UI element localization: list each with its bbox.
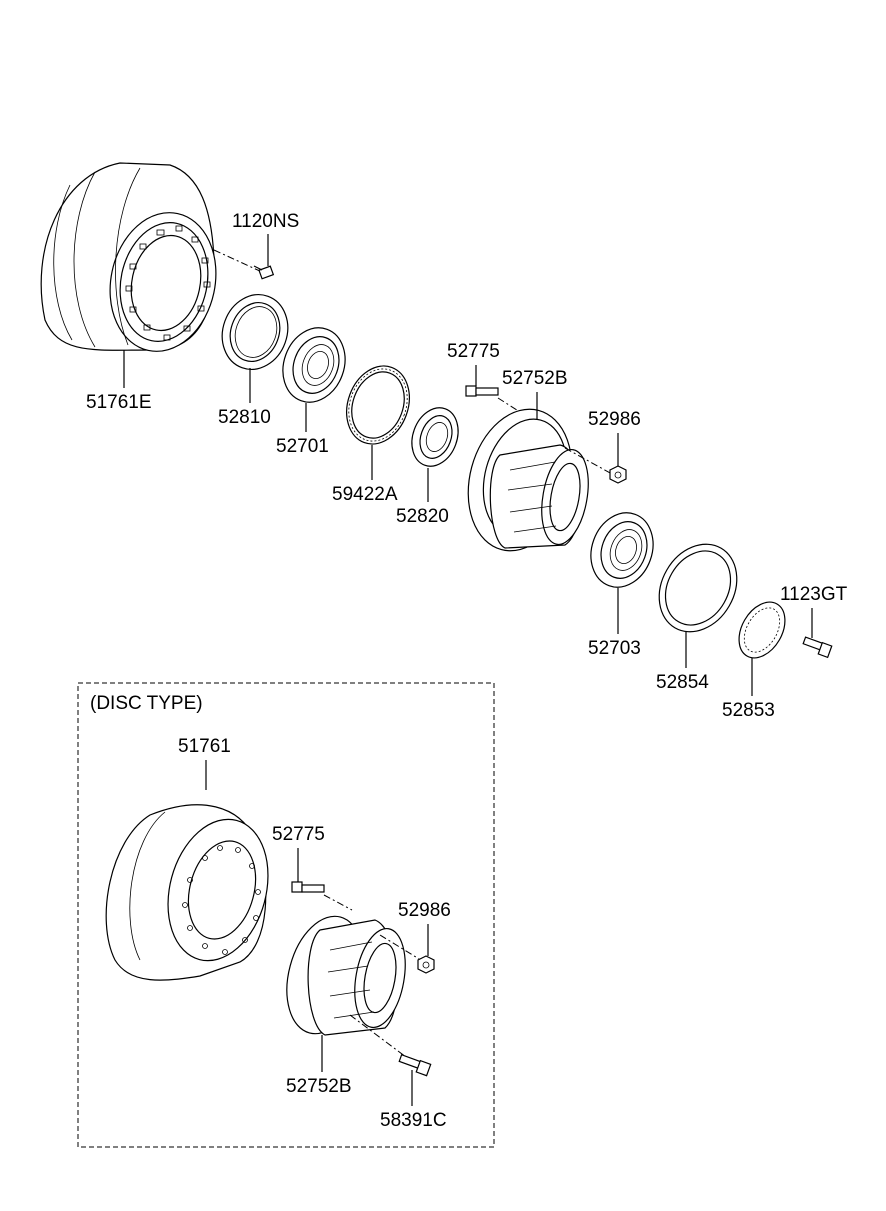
label-1123GT: 1123GT (780, 584, 848, 605)
disc-type-section-box (77, 682, 495, 1148)
disc-bolt-holes (182, 845, 261, 955)
hub-bolt-52775-disc[interactable] (291, 881, 353, 911)
oil-seal-52820[interactable] (404, 401, 466, 472)
nut-52986-top[interactable] (609, 465, 627, 484)
label-58391C: 58391C (380, 1110, 447, 1131)
hub-bolt-52775-top[interactable] (465, 385, 521, 413)
tone-ring-59422A[interactable] (336, 357, 420, 453)
label-52854: 52854 (656, 672, 709, 693)
label-52752B-disc: 52752B (286, 1076, 352, 1097)
bearing-52701[interactable] (273, 319, 355, 411)
lock-ring-52853[interactable] (730, 594, 795, 666)
label-52752B-top: 52752B (502, 368, 568, 389)
bearing-52703[interactable] (581, 504, 663, 596)
label-52810: 52810 (218, 407, 271, 428)
label-52703: 52703 (588, 638, 641, 659)
label-1120NS: 1120NS (232, 211, 299, 232)
screw-1123GT[interactable] (802, 636, 833, 659)
label-52820: 52820 (396, 506, 449, 527)
drum-bolt-holes (125, 225, 211, 341)
label-52701: 52701 (276, 436, 329, 457)
label-52853: 52853 (722, 700, 775, 721)
label-51761E: 51761E (86, 392, 152, 413)
bolt-58391C[interactable] (398, 1053, 432, 1077)
brake-drum-51761E[interactable] (40, 162, 228, 361)
wheel-hub-52752B-top[interactable] (453, 398, 613, 563)
label-52986-disc: 52986 (398, 900, 451, 921)
label-51761: 51761 (178, 736, 231, 757)
label-52775-top: 52775 (447, 341, 500, 362)
label-disc-type: (DISC TYPE) (90, 693, 203, 714)
nut-52986-disc[interactable] (417, 955, 435, 974)
ring-52854[interactable] (644, 530, 752, 646)
oil-seal-52810[interactable] (212, 285, 298, 378)
brake-disc-51761[interactable] (105, 804, 283, 981)
label-52775-disc: 52775 (272, 824, 325, 845)
bolt-1120NS[interactable] (213, 249, 275, 280)
wheel-hub-52752B-disc[interactable] (275, 908, 425, 1061)
label-59422A: 59422A (332, 484, 398, 505)
label-52986-top: 52986 (588, 409, 641, 430)
